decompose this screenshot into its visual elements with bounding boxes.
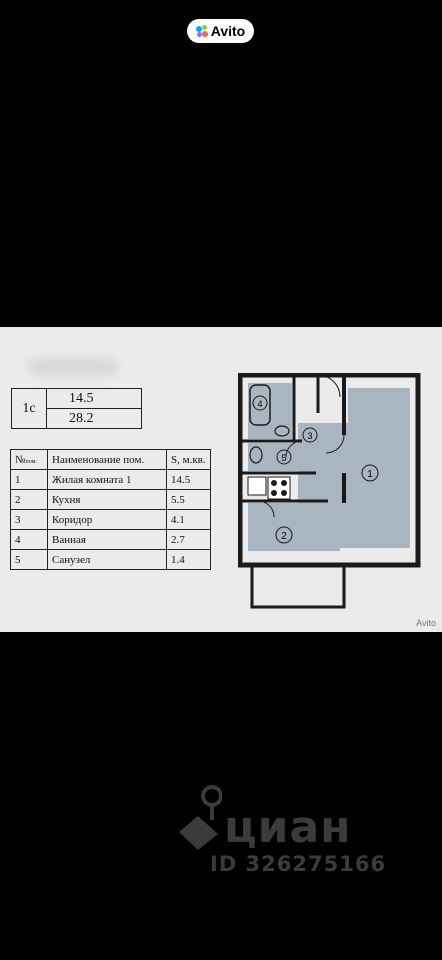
row-number: 1 [10,469,48,490]
row-number: 2 [10,489,48,510]
room-label-3: 3 [302,427,318,443]
avito-badge: Avito [187,19,254,43]
row-number: 3 [10,509,48,530]
photo-watermark: Avito [416,618,436,628]
door-arc [325,434,345,454]
area-summary-table: 1c 14.5 28.2 [11,388,142,429]
floor-plan-photo[interactable]: 1c 14.5 28.2 №пом. Наименование пом. S, … [0,327,442,632]
apartment-type: 1c [11,388,47,429]
svg-text:3: 3 [307,431,312,441]
row-name: Санузел [47,549,167,570]
door-arc [285,440,303,458]
table-row: 3 Коридор 4.1 [10,509,211,530]
svg-text:4: 4 [257,399,262,409]
room-fill-living [348,388,410,548]
row-area: 5.5 [166,489,211,510]
living-area-value: 14.5 [46,388,142,409]
row-name: Жилая комната 1 [47,469,167,490]
sink-icon [274,425,290,437]
door-arc [317,374,341,398]
kitchen-sink-icon [247,476,267,496]
balcony [250,563,346,609]
row-area: 4.1 [166,509,211,530]
row-name: Ванная [47,529,167,550]
cian-logo-icon [179,785,222,850]
room-label-4: 4 [252,395,268,411]
row-area: 1.4 [166,549,211,570]
svg-text:2: 2 [281,531,287,542]
total-area-value: 28.2 [46,408,142,429]
blurred-area [28,357,118,377]
door-arc [257,500,275,518]
row-area: 14.5 [166,469,211,490]
table-row: 5 Санузел 1.4 [10,549,211,570]
cian-listing-id: ID 326275166 [210,852,387,876]
svg-text:5: 5 [281,453,286,463]
table-row: 2 Кухня 5.5 [10,489,211,510]
room-fill-kitchen [248,503,340,551]
table-row: 4 Ванная 2.7 [10,529,211,550]
toilet-icon [249,446,263,464]
room-label-1: 1 [361,464,379,482]
svg-text:1: 1 [367,469,373,480]
avito-badge-label: Avito [210,23,246,39]
room-label-2: 2 [275,526,293,544]
header-name: Наименование пом. [47,449,167,470]
rooms-table: №пом. Наименование пом. S, м.кв. 1 Жилая… [10,449,211,570]
header-number: №пом. [10,449,48,470]
bathtub-icon [249,384,271,426]
header-area: S, м.кв. [166,449,211,470]
room-fill-toilet [248,443,298,471]
row-name: Коридор [47,509,167,530]
cian-logo: циан [176,782,352,850]
avito-logo-icon [195,25,208,37]
floor-plan-drawing: 1 2 3 4 5 [238,373,421,609]
row-area: 2.7 [166,529,211,550]
row-number: 5 [10,549,48,570]
room-label-5: 5 [276,449,292,465]
row-number: 4 [10,529,48,550]
row-name: Кухня [47,489,167,510]
rooms-table-header: №пом. Наименование пом. S, м.кв. [10,449,211,470]
cian-wordmark: циан [224,802,352,853]
cian-watermark: циан ID 326275166 [176,782,406,882]
stove-icon [267,476,291,500]
table-row: 1 Жилая комната 1 14.5 [10,469,211,490]
